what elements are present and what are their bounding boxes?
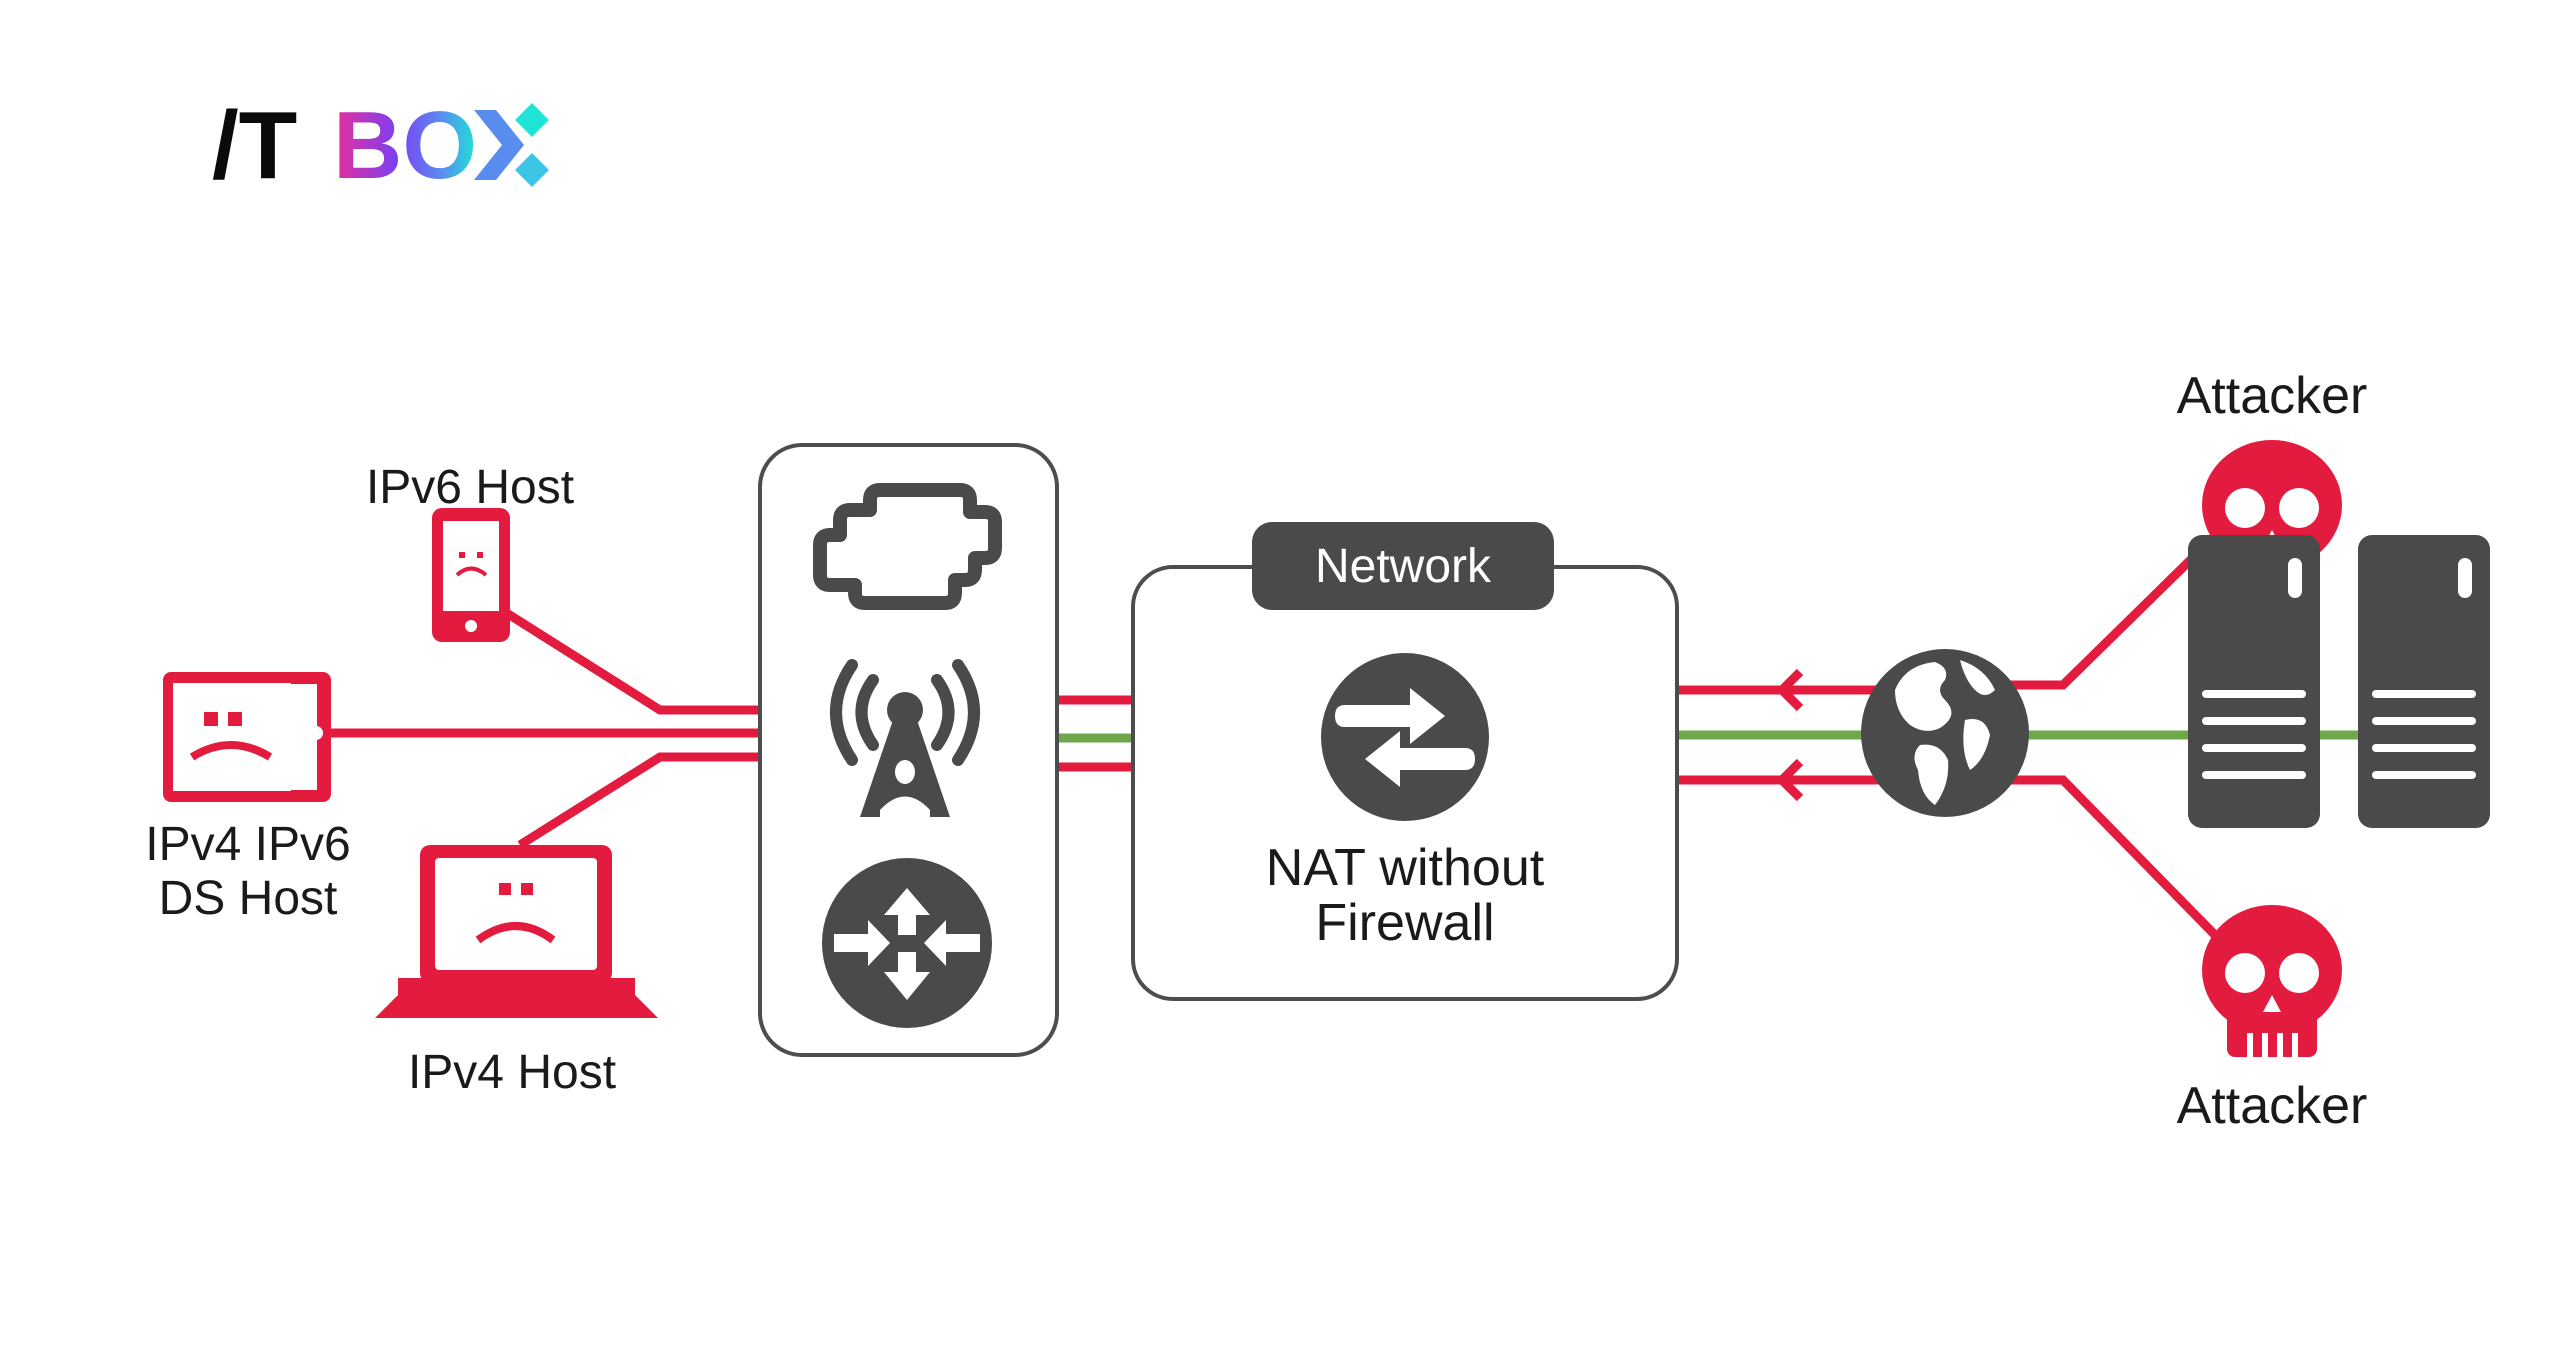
host-label-line2: DS Host <box>159 872 338 925</box>
network-title-line1: NAT without <box>1266 839 1545 897</box>
attacker-label: Attacker <box>2177 367 2368 425</box>
smartphone-sad-icon <box>432 508 510 642</box>
router-icon <box>822 858 992 1028</box>
link-ipv6-host <box>502 608 762 715</box>
server-icon <box>2358 535 2490 828</box>
arrowhead-bottom <box>1775 758 1804 802</box>
host-label-line1: IPv4 IPv6 <box>145 818 350 871</box>
logo-x-mark-icon <box>474 103 549 187</box>
logo-text-it: /T <box>212 92 297 199</box>
network-tab <box>1252 522 1554 610</box>
link-globe-attacker-bottom <box>1985 775 2219 939</box>
tablet-sad-icon <box>163 672 331 802</box>
host-ipv4[interactable]: IPv4 Host <box>375 845 658 1099</box>
host-label: IPv4 Host <box>408 1046 616 1099</box>
host-ds[interactable]: IPv4 IPv6 DS Host <box>145 672 351 925</box>
skull-icon <box>2202 905 2342 1057</box>
server-icon <box>2188 535 2320 828</box>
nat-arrows-icon <box>1321 653 1489 821</box>
logo-text-bo: BO <box>333 92 477 199</box>
network-tab-label: Network <box>1315 540 1492 593</box>
laptop-sad-icon <box>375 845 658 1018</box>
server-2[interactable] <box>2358 535 2490 828</box>
antenna-tower-icon <box>830 659 980 817</box>
network-title-line2: Firewall <box>1315 894 1494 952</box>
host-ipv6[interactable]: IPv6 Host <box>366 461 574 642</box>
arrowhead-top <box>1775 668 1804 712</box>
host-label: IPv6 Host <box>366 461 574 514</box>
link-ipv4-host <box>517 752 762 849</box>
server-1[interactable] <box>2188 535 2320 828</box>
itbox-logo[interactable]: /T BO <box>212 92 549 199</box>
link-globe-attacker-top <box>1985 529 2222 690</box>
globe-icon <box>1861 649 2029 817</box>
nat-network[interactable]: Network NAT without Firewall <box>1131 522 1679 1001</box>
access-stack[interactable] <box>758 443 1059 1057</box>
attacker-label: Attacker <box>2177 1077 2368 1135</box>
cloud-icon <box>813 483 1002 610</box>
attacker-bottom[interactable]: Attacker <box>2177 905 2368 1135</box>
internet-globe[interactable] <box>1861 649 2029 817</box>
